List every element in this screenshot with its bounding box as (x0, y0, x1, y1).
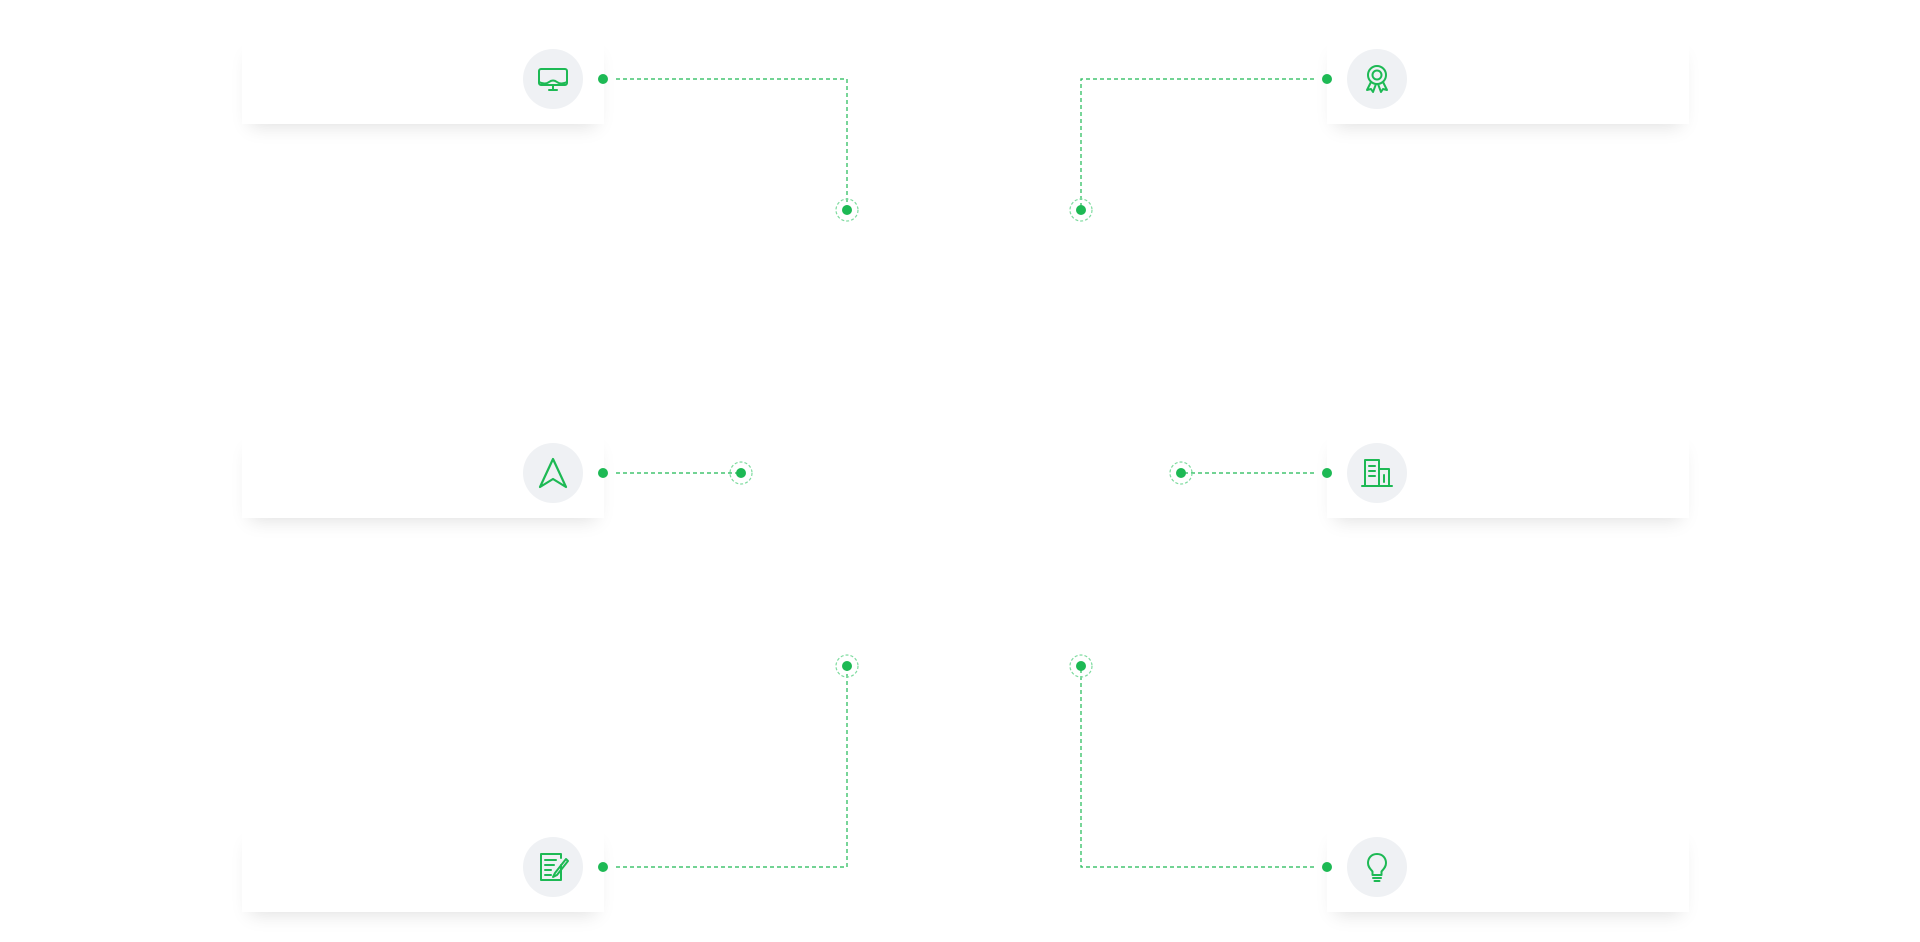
edit-document-icon (540, 853, 569, 881)
office-building-icon (1361, 459, 1393, 487)
connector-top-right (1080, 78, 1314, 210)
award-ribbon-icon (1366, 65, 1388, 93)
icon-badge-middle-left (523, 443, 583, 503)
connector-bottom-left (616, 666, 848, 868)
endpoint-dot-bottom-right (1322, 862, 1332, 872)
monitor-icon (538, 68, 568, 91)
target-node-bottom-left (835, 654, 859, 678)
endpoint-dot-middle-right (1322, 468, 1332, 478)
endpoint-dot-top-right (1322, 74, 1332, 84)
target-node-top-left (835, 198, 859, 222)
icon-badge-top-left (523, 49, 583, 109)
connector-top-left (616, 78, 848, 210)
endpoint-dot-bottom-left (598, 862, 608, 872)
target-node-bottom-right (1069, 654, 1093, 678)
icon-badge-middle-right (1347, 443, 1407, 503)
icon-badge-top-right (1347, 49, 1407, 109)
endpoint-dot-top-left (598, 74, 608, 84)
icon-badge-bottom-left (523, 837, 583, 897)
connector-bottom-right (1080, 666, 1314, 868)
navigation-arrow-icon (538, 457, 568, 489)
endpoint-dot-middle-left (598, 468, 608, 478)
target-node-middle-left (729, 461, 753, 485)
target-node-middle-right (1169, 461, 1193, 485)
target-node-top-right (1069, 198, 1093, 222)
icon-badge-bottom-right (1347, 837, 1407, 897)
lightbulb-icon (1367, 853, 1387, 882)
